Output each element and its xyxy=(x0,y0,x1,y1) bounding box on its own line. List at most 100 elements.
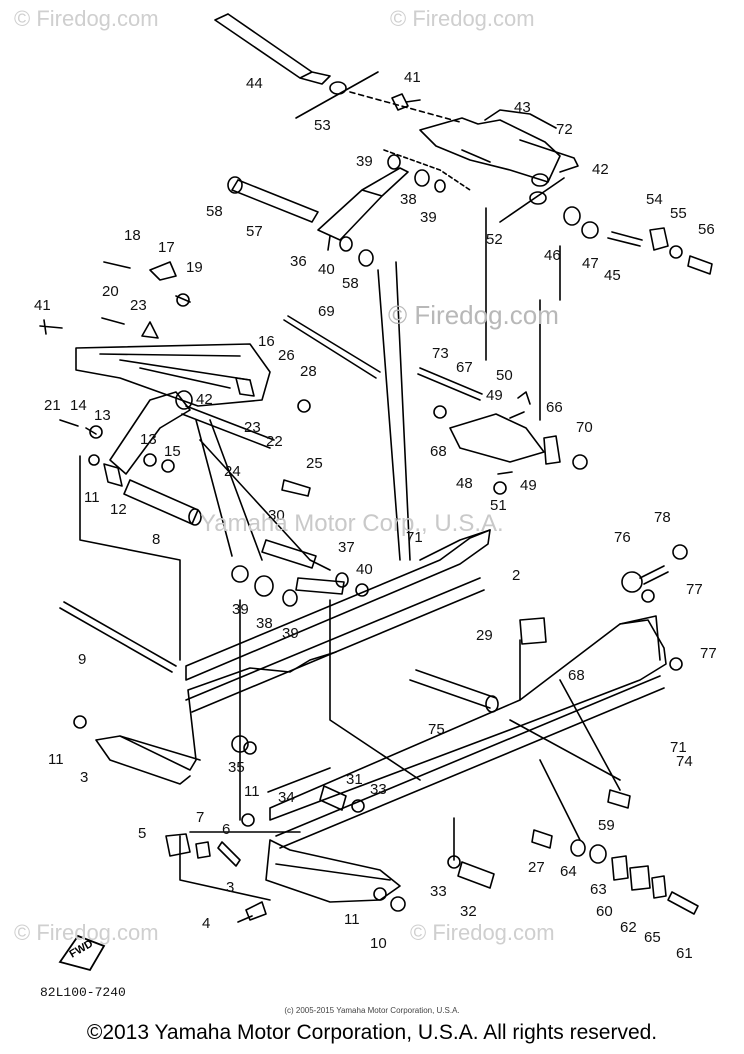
callout-47: 47 xyxy=(582,255,599,272)
callout-36: 36 xyxy=(290,253,307,270)
callout-61: 61 xyxy=(676,945,693,962)
callout-13: 13 xyxy=(94,407,111,424)
callout-76: 76 xyxy=(614,529,631,546)
callout-37: 37 xyxy=(338,539,355,556)
callout-34: 34 xyxy=(278,789,295,806)
callout-73: 73 xyxy=(432,345,449,362)
callout-21: 21 xyxy=(44,397,61,414)
callout-39: 39 xyxy=(282,625,299,642)
callout-11: 11 xyxy=(48,751,64,768)
watermark-top-center: © Firedog.com xyxy=(390,6,535,31)
callout-33: 33 xyxy=(370,781,387,798)
callout-66: 66 xyxy=(546,399,563,416)
callout-11: 11 xyxy=(244,783,260,800)
callout-55: 55 xyxy=(670,205,687,222)
callout-39: 39 xyxy=(420,209,437,226)
callout-71: 71 xyxy=(670,739,687,756)
callout-78: 78 xyxy=(654,509,671,526)
slide-rail-lower xyxy=(265,839,401,903)
shaft-75 xyxy=(409,669,497,709)
callout-41: 41 xyxy=(404,69,421,86)
bracket-16 xyxy=(75,343,271,407)
callout-35: 35 xyxy=(228,759,245,776)
callout-32: 32 xyxy=(460,903,477,920)
callout-77: 77 xyxy=(700,645,717,662)
callout-12: 12 xyxy=(110,501,127,518)
callout-70: 70 xyxy=(576,419,593,436)
callout-14: 14 xyxy=(70,397,87,414)
callout-50: 50 xyxy=(496,367,513,384)
watermark-center: © Firedog.com xyxy=(388,300,559,330)
callout-43: 43 xyxy=(514,99,531,116)
callout-3: 3 xyxy=(226,879,234,896)
callout-19: 19 xyxy=(186,259,203,276)
callout-52: 52 xyxy=(486,231,503,248)
callout-51: 51 xyxy=(490,497,507,514)
callout-69: 69 xyxy=(318,303,335,320)
callout-59: 59 xyxy=(598,817,615,834)
callout-17: 17 xyxy=(158,239,175,256)
callout-8: 8 xyxy=(152,531,160,548)
callout-48: 48 xyxy=(456,475,473,492)
callout-62: 62 xyxy=(620,919,637,936)
linkage-67 xyxy=(417,367,483,401)
bolt-69 xyxy=(283,315,381,379)
callout-54: 54 xyxy=(646,191,663,208)
shaft-upper xyxy=(214,13,331,85)
callout-42: 42 xyxy=(196,391,213,408)
callout-56: 56 xyxy=(698,221,715,238)
small-copyright: (c) 2005-2015 Yamaha Motor Corporation, … xyxy=(284,1006,460,1015)
callout-28: 28 xyxy=(300,363,317,380)
callout-24: 24 xyxy=(224,463,241,480)
callout-77: 77 xyxy=(686,581,703,598)
callout-71: 71 xyxy=(406,529,423,546)
callout-27: 27 xyxy=(528,859,545,876)
callout-58: 58 xyxy=(206,203,223,220)
shock-absorber-36 xyxy=(317,167,409,251)
callout-53: 53 xyxy=(314,117,331,134)
bolt-41-top xyxy=(391,93,421,111)
callout-65: 65 xyxy=(644,929,661,946)
rod-57 xyxy=(231,179,319,223)
callout-31: 31 xyxy=(346,771,363,788)
callout-39: 39 xyxy=(356,153,373,170)
callout-18: 18 xyxy=(124,227,141,244)
callout-3: 3 xyxy=(80,769,88,786)
callout-41: 41 xyxy=(34,297,51,314)
callout-33: 33 xyxy=(430,883,447,900)
callout-25: 25 xyxy=(306,455,323,472)
callout-9: 9 xyxy=(78,651,86,668)
callout-26: 26 xyxy=(278,347,295,364)
callout-63: 63 xyxy=(590,881,607,898)
callout-39: 39 xyxy=(232,601,249,618)
callout-75: 75 xyxy=(428,721,445,738)
callout-11: 11 xyxy=(84,489,100,506)
callout-68: 68 xyxy=(430,443,447,460)
callout-67: 67 xyxy=(456,359,473,376)
diagram-code: 82L100-7240 xyxy=(40,985,126,1000)
callout-13: 13 xyxy=(140,431,157,448)
callout-40: 40 xyxy=(356,561,373,578)
callout-38: 38 xyxy=(256,615,273,632)
callout-10: 10 xyxy=(370,935,387,952)
callout-7: 7 xyxy=(196,809,204,826)
callout-29: 29 xyxy=(476,627,493,644)
watermark-bottom-left: © Firedog.com xyxy=(14,920,159,945)
callout-58: 58 xyxy=(342,275,359,292)
callout-45: 45 xyxy=(604,267,621,284)
copyright-notice: ©2013 Yamaha Motor Corporation, U.S.A. A… xyxy=(86,1021,658,1044)
pivot-arm-43 xyxy=(419,109,561,183)
fwd-arrow-icon: FWD xyxy=(58,934,106,972)
callout-46: 46 xyxy=(544,247,561,264)
callout-40: 40 xyxy=(318,261,335,278)
bolt-9 xyxy=(59,601,177,673)
callout-57: 57 xyxy=(246,223,263,240)
callout-30: 30 xyxy=(268,507,285,524)
callout-11: 11 xyxy=(344,911,360,928)
callout-68: 68 xyxy=(568,667,585,684)
callout-49: 49 xyxy=(486,387,503,404)
callout-16: 16 xyxy=(258,333,275,350)
callout-15: 15 xyxy=(164,443,181,460)
watermark-vertical-text: Yamaha Motor Corp., U.S.A. xyxy=(200,510,504,537)
